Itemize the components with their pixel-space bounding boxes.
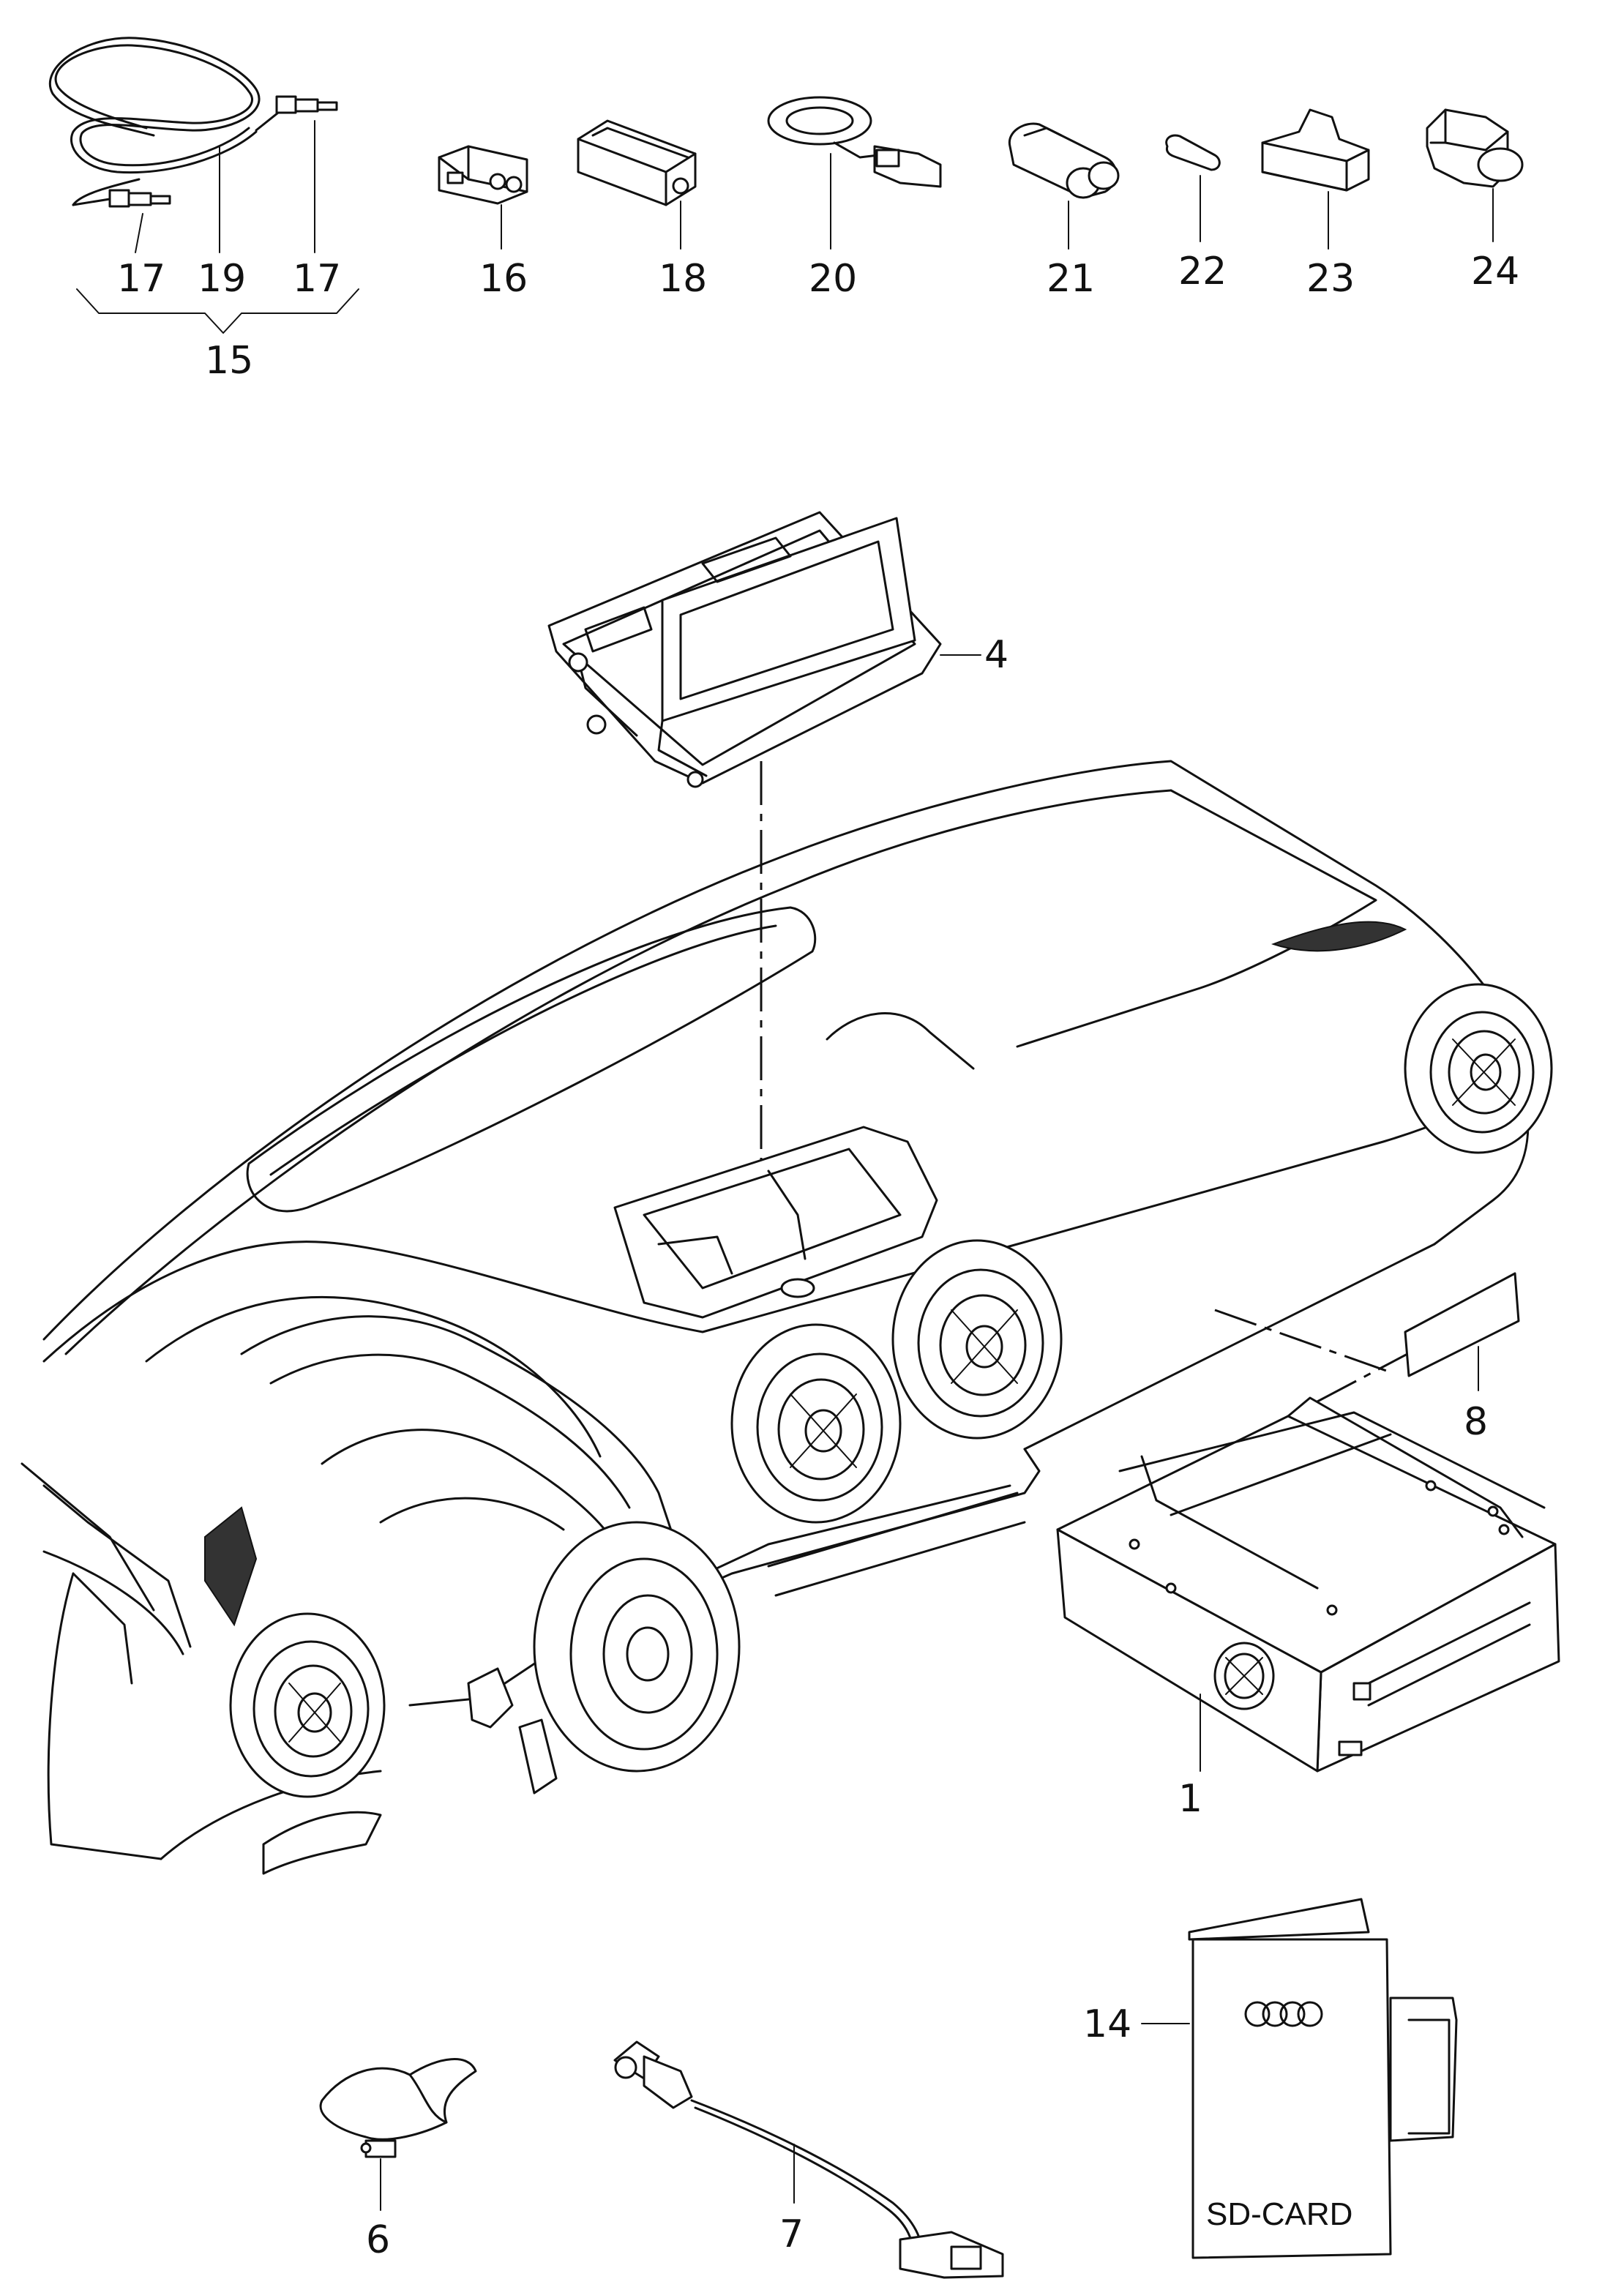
leader-17a: [135, 213, 143, 253]
callout-22: 22: [1178, 250, 1227, 293]
protective-cap-23: [1261, 108, 1370, 192]
callout-17b: 17: [293, 257, 341, 301]
group-bracket-15: [76, 288, 359, 334]
callout-17a: 17: [117, 257, 165, 301]
connector-housing-18: [577, 119, 697, 206]
blanking-plug-22: [1165, 134, 1221, 171]
callout-8: 8: [1464, 1400, 1488, 1444]
air-vent-left: [229, 1612, 386, 1798]
air-vent-center-right: [891, 1239, 1063, 1440]
brand-logo-ring-1: [1244, 2001, 1271, 2027]
ring-terminal-lead-20: [767, 96, 942, 188]
callout-14: 14: [1083, 2002, 1131, 2046]
callout-21: 21: [1047, 257, 1095, 301]
callout-20: 20: [809, 257, 857, 301]
coaxial-cable-assembly: [48, 37, 338, 208]
callout-24: 24: [1471, 250, 1519, 293]
display-unit-4: [547, 511, 942, 788]
connector-housing-24: [1426, 108, 1524, 188]
antenna-base-6: [319, 2058, 477, 2158]
sd-card-label: SD-CARD: [1206, 2196, 1352, 2232]
label-sticker-8: [1404, 1272, 1520, 1377]
mounting-axis-8: [1214, 1309, 1391, 1374]
callout-15: 15: [205, 339, 253, 383]
connector-housing-16: [438, 145, 528, 205]
sd-card-booklet-14: SD-CARD: [1188, 1898, 1458, 2259]
steering-wheel: [533, 1521, 741, 1773]
callout-7: 7: [779, 2212, 804, 2256]
callout-23: 23: [1306, 257, 1355, 301]
callout-1: 1: [1178, 1777, 1202, 1821]
brand-logo-ring-2: [1262, 2001, 1288, 2027]
callout-16: 16: [479, 257, 528, 301]
brand-logo-ring-4: [1297, 2001, 1323, 2027]
callout-4: 4: [984, 633, 1009, 677]
callout-6: 6: [366, 2218, 390, 2262]
callout-18: 18: [659, 257, 707, 301]
callout-19: 19: [198, 257, 246, 301]
air-vent-right: [1404, 983, 1553, 1154]
brand-logo-ring-3: [1279, 2001, 1306, 2027]
connector-sleeve-21: [1008, 122, 1120, 199]
media-unit-1: [1056, 1396, 1560, 1773]
air-vent-center-left: [730, 1323, 902, 1524]
adapter-cable-7: [613, 2040, 1004, 2279]
